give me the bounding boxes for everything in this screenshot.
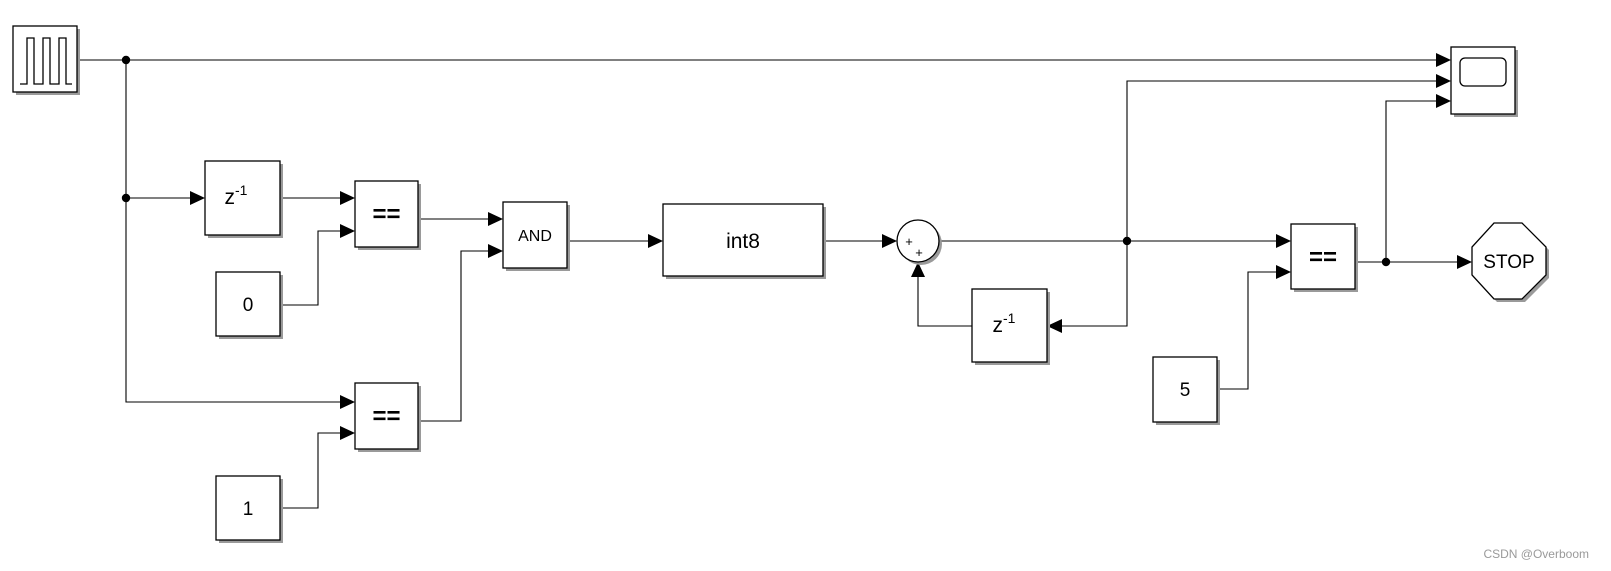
arrow-and-in1 xyxy=(488,212,503,226)
constant-1-value: 1 xyxy=(243,499,254,520)
arrow-stop-in xyxy=(1457,255,1472,269)
wire-const5-to-compare3 xyxy=(1217,271,1277,390)
junction-pulse-top xyxy=(121,55,131,65)
arrow-convert-in xyxy=(648,234,663,248)
compare-3-label: == xyxy=(1309,244,1337,271)
wire-const1-to-compare2 xyxy=(280,432,341,509)
svg-text:z-1: z-1 xyxy=(993,310,1016,337)
constant-5-value: 5 xyxy=(1180,380,1191,401)
wire-pulse-trunk xyxy=(125,60,341,403)
constant-0-value: 0 xyxy=(243,295,254,316)
arrow-compare3-in2 xyxy=(1276,265,1291,279)
compare-block-1[interactable]: == xyxy=(354,180,421,250)
svg-text:z-1: z-1 xyxy=(225,182,248,209)
pulse-wave-icon xyxy=(20,37,72,85)
unit-delay-block-2[interactable]: z-1 xyxy=(971,288,1050,365)
arrow-compare1-in2 xyxy=(340,224,355,238)
compare-block-3[interactable]: == xyxy=(1290,223,1358,292)
wire-const0-to-compare1 xyxy=(280,230,341,306)
constant-block-1[interactable]: 1 xyxy=(215,475,283,543)
arrow-compare3-in1 xyxy=(1276,234,1291,248)
junctions xyxy=(121,55,1391,267)
scope-block[interactable] xyxy=(1450,46,1518,117)
junction-compare3-out xyxy=(1381,257,1391,267)
sum-block[interactable]: + + xyxy=(896,219,942,265)
stop-block[interactable]: STOP xyxy=(1471,222,1549,302)
junction-sum-out xyxy=(1122,236,1132,246)
arrow-sum-in2 xyxy=(911,262,925,277)
arrow-scope-in3 xyxy=(1436,94,1451,108)
stop-label: STOP xyxy=(1483,252,1534,273)
unit-delay-block-1[interactable]: z-1 xyxy=(204,160,283,238)
pulse-generator-block[interactable] xyxy=(12,25,80,95)
arrow-sum-in1 xyxy=(882,234,897,248)
wire-delay2-to-sum xyxy=(917,276,972,327)
watermark-text: CSDN @Overboom xyxy=(1483,547,1589,561)
constant-block-0[interactable]: 0 xyxy=(215,271,283,339)
arrow-compare2-in2 xyxy=(340,426,355,440)
unit-delay-1-base: z xyxy=(225,186,236,209)
arrow-scope-in1 xyxy=(1436,53,1451,67)
unit-delay-1-exponent: -1 xyxy=(235,182,248,198)
wire-compare2-to-and xyxy=(418,250,489,422)
arrow-delay1-in xyxy=(190,191,205,205)
arrow-scope-in2 xyxy=(1436,74,1451,88)
sum-sign-1: + xyxy=(905,234,913,249)
compare-2-label: == xyxy=(372,403,400,430)
wire-feedback-to-delay2 xyxy=(1061,241,1128,327)
compare-block-2[interactable]: == xyxy=(354,382,421,452)
arrow-delay2-in xyxy=(1047,319,1062,333)
wire-sum-to-scope xyxy=(1126,80,1436,241)
arrowheads xyxy=(190,53,1472,440)
sum-sign-2: + xyxy=(915,245,923,260)
junction-pulse-mid xyxy=(121,193,131,203)
compare-1-label: == xyxy=(372,201,400,228)
and-gate-block[interactable]: AND xyxy=(502,201,570,271)
arrow-and-in2 xyxy=(488,244,503,258)
data-type-conversion-block[interactable]: int8 xyxy=(662,203,826,279)
unit-delay-2-base: z xyxy=(993,314,1004,337)
constant-block-5[interactable]: 5 xyxy=(1152,356,1220,425)
scope-screen-icon xyxy=(1459,57,1507,87)
conversion-label: int8 xyxy=(726,230,760,253)
wire-compare3-to-scope xyxy=(1385,100,1436,262)
arrow-compare2-in1 xyxy=(340,395,355,409)
unit-delay-2-exponent: -1 xyxy=(1003,310,1016,326)
and-gate-label: AND xyxy=(518,228,552,245)
arrow-compare1-in1 xyxy=(340,191,355,205)
signal-lines xyxy=(78,59,1458,509)
